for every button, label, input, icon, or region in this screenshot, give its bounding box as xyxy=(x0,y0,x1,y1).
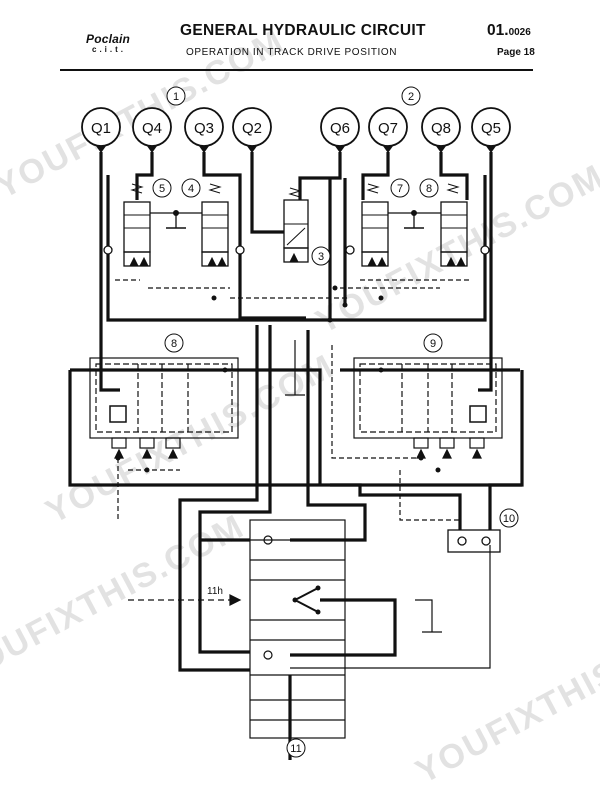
control-block-left xyxy=(89,357,239,459)
callout-8: 8 xyxy=(164,333,184,353)
page-header: Poclain c.i.t. GENERAL HYDRAULIC CIRCUIT… xyxy=(0,0,600,80)
callout-3: 3 xyxy=(311,246,331,266)
callout-9: 9 xyxy=(423,333,443,353)
check-valves xyxy=(103,245,490,255)
pump-label: Q3 xyxy=(194,120,214,137)
callout-11: 11 xyxy=(286,738,306,758)
main-pressure-lines xyxy=(68,152,524,760)
pump-label: Q2 xyxy=(242,120,262,137)
pump-label: Q4 xyxy=(142,120,162,137)
pump-q3: Q3 xyxy=(184,107,224,153)
shuttle-valve xyxy=(447,529,501,553)
callout-4: 4 xyxy=(181,178,201,198)
rotary-joint xyxy=(229,519,346,739)
hydraulic-circuit-diagram: Q1 Q4 Q3 Q2 Q6 Q7 Q8 Q5 xyxy=(68,86,524,760)
callout-number: 5 xyxy=(159,183,165,195)
callout-8: 8 xyxy=(419,178,439,198)
callout-2: 2 xyxy=(401,86,421,106)
pump-q6: Q6 xyxy=(320,107,360,153)
selector-valve xyxy=(283,187,309,263)
callout-number: 10 xyxy=(503,513,515,525)
pump-q5: Q5 xyxy=(471,107,511,153)
callout-1: 1 xyxy=(166,86,186,106)
page-title: GENERAL HYDRAULIC CIRCUIT xyxy=(180,22,426,39)
callout-number: 4 xyxy=(188,183,194,195)
callout-number: 7 xyxy=(397,183,403,195)
callout-number: 2 xyxy=(408,91,414,103)
pump-q4: Q4 xyxy=(132,107,172,153)
callout-5: 5 xyxy=(152,178,172,198)
callout-number: 8 xyxy=(426,183,432,195)
callout-number: 3 xyxy=(318,251,324,263)
pump-label: Q6 xyxy=(330,120,350,137)
header-rule xyxy=(60,69,533,71)
valve-block-left xyxy=(123,182,229,267)
brand-logo-sub: c.i.t. xyxy=(92,45,127,54)
page-subtitle: OPERATION IN TRACK DRIVE POSITION xyxy=(186,47,398,58)
callout-10: 10 xyxy=(499,508,519,528)
callout-group: 1 2 3 4 5 7 8 8 9 10 11 xyxy=(152,86,519,758)
pump-label: Q5 xyxy=(481,120,501,137)
brand-logo: Poclain xyxy=(86,32,131,46)
callout-number: 11 xyxy=(290,743,301,755)
control-block-right xyxy=(353,357,503,459)
pump-q8: Q8 xyxy=(421,107,461,153)
callout-number: 8 xyxy=(171,338,177,350)
junction-dots xyxy=(115,210,441,615)
valve-block-right xyxy=(361,183,468,267)
pump-label: Q7 xyxy=(378,120,398,137)
document-number: 01.0026 xyxy=(487,22,531,39)
pump-q7: Q7 xyxy=(368,107,408,153)
pump-q1: Q1 xyxy=(81,107,121,153)
callout-number: 1 xyxy=(173,91,179,103)
pilot-lines xyxy=(115,279,491,669)
pump-q2: Q2 xyxy=(232,107,272,153)
page-number: Page 18 xyxy=(497,47,535,58)
pump-group: Q1 Q4 Q3 Q2 Q6 Q7 Q8 Q5 xyxy=(81,107,511,153)
callout-7: 7 xyxy=(390,178,410,198)
pilot-label: 11h xyxy=(207,586,223,597)
pump-label: Q8 xyxy=(431,120,451,137)
callout-number: 9 xyxy=(430,338,436,350)
pump-label: Q1 xyxy=(91,120,111,137)
